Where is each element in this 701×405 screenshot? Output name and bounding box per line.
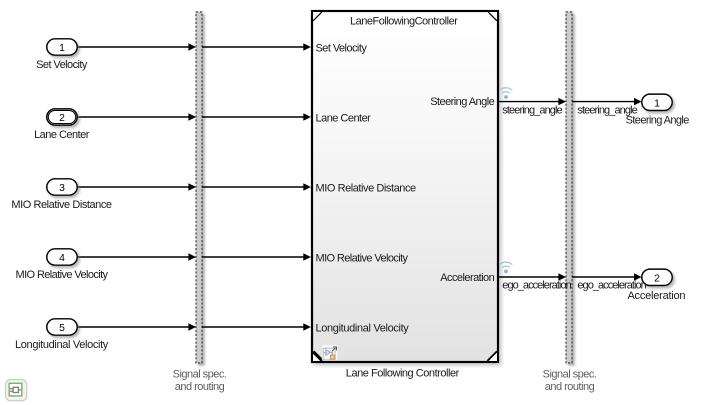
svg-text:Steering Angle: Steering Angle [626, 115, 690, 127]
svg-text:Longitudinal Velocity: Longitudinal Velocity [15, 339, 109, 351]
svg-text:3: 3 [59, 183, 65, 194]
svg-text:MIO Relative Velocity: MIO Relative Velocity [316, 252, 409, 264]
svg-text:Lane Center: Lane Center [316, 112, 372, 124]
svg-text:steering_angle: steering_angle [577, 104, 637, 116]
svg-text:MIO Relative Distance: MIO Relative Distance [11, 199, 112, 211]
svg-text:1: 1 [654, 98, 660, 109]
svg-text:4: 4 [59, 253, 65, 264]
svg-text:Longitudinal Velocity: Longitudinal Velocity [316, 322, 410, 334]
svg-text:ego_acceleration: ego_acceleration [502, 280, 571, 292]
svg-text:MIO Relative Velocity: MIO Relative Velocity [16, 269, 109, 281]
svg-text:Acceleration: Acceleration [440, 272, 494, 284]
svg-text:ego_acceleration: ego_acceleration [577, 280, 646, 292]
svg-text:Lane Following Controller: Lane Following Controller [346, 368, 460, 380]
svg-text:Set Velocity: Set Velocity [316, 42, 368, 54]
svg-text:MIO Relative Distance: MIO Relative Distance [316, 182, 417, 194]
svg-text:steering_angle: steering_angle [502, 104, 562, 116]
svg-text:Signal spec.: Signal spec. [543, 369, 597, 381]
svg-text:Lane Center: Lane Center [34, 129, 90, 141]
svg-text:2: 2 [59, 113, 65, 124]
svg-text:2: 2 [654, 273, 660, 284]
svg-text:and routing: and routing [175, 381, 225, 393]
svg-text:LaneFollowingController: LaneFollowingController [350, 16, 458, 28]
svg-text:Steering Angle: Steering Angle [430, 96, 494, 108]
svg-text:Set Velocity: Set Velocity [36, 59, 88, 71]
svg-text:5: 5 [59, 323, 65, 334]
svg-text:and routing: and routing [545, 381, 595, 393]
svg-text:Acceleration: Acceleration [627, 290, 685, 302]
svg-text:Signal spec.: Signal spec. [173, 369, 227, 381]
svg-text:1: 1 [59, 43, 65, 54]
